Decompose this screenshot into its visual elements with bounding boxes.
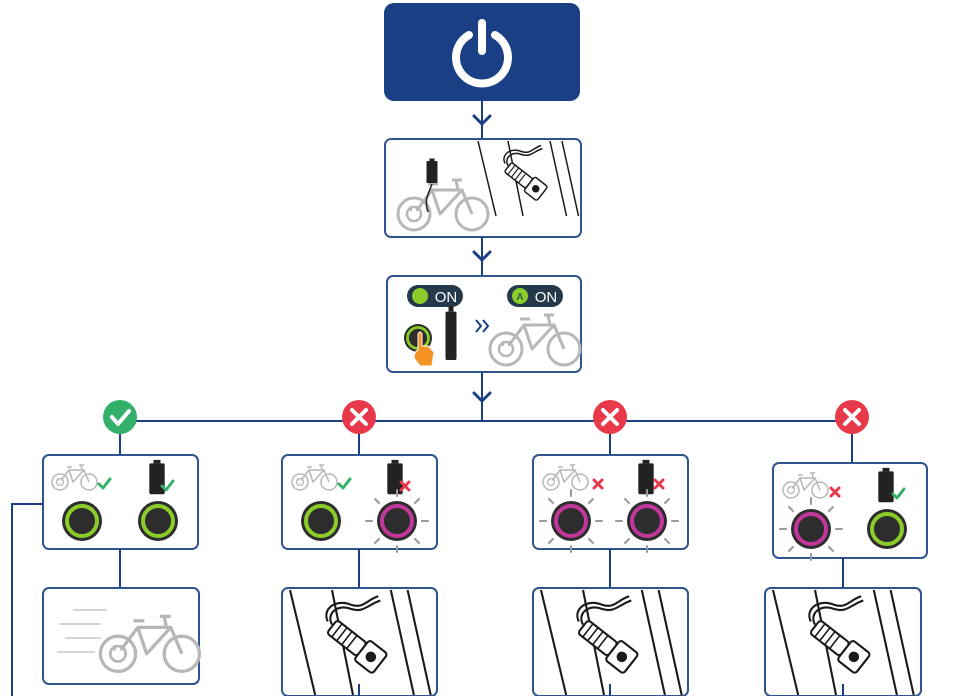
cross-circle-icon	[593, 400, 627, 434]
double-chevron-icon	[475, 319, 490, 333]
power-step	[384, 3, 580, 101]
switch-on-step: ON A ON	[386, 275, 582, 373]
battery-icon	[878, 467, 894, 503]
on-badge-label: ON	[435, 289, 458, 306]
cross-circle-icon	[835, 400, 869, 434]
led-ring-icon	[865, 507, 909, 551]
branch-battery-error-box	[281, 454, 438, 554]
led-ring-icon	[60, 499, 104, 543]
cable-line	[425, 183, 433, 213]
on-badge-label: ON	[535, 289, 558, 306]
branch-both-error-box	[532, 454, 689, 554]
branch-bike-error-box	[772, 462, 928, 562]
hand-press-icon	[413, 331, 435, 367]
led-ring-icon	[136, 499, 180, 543]
led-ring-icon	[299, 499, 343, 543]
battery-icon	[149, 459, 165, 495]
assist-letter: A	[517, 292, 524, 303]
on-badge: ON	[407, 285, 463, 307]
charge-result-box	[764, 587, 922, 696]
connect-charger-step	[384, 138, 582, 238]
check-circle-icon	[103, 400, 137, 434]
ride-result-box	[42, 587, 202, 685]
cross-circle-icon	[342, 400, 376, 434]
branch-ok-status-box	[42, 454, 199, 550]
battery-icon	[445, 306, 457, 360]
return-line	[11, 503, 43, 696]
speed-lines-icon	[57, 609, 107, 653]
battery-icon	[426, 158, 438, 183]
power-icon	[452, 19, 512, 88]
on-badge-assist: A ON	[507, 285, 563, 307]
charge-result-box	[281, 587, 438, 696]
battery-icon	[638, 459, 654, 495]
charge-result-box	[532, 587, 689, 696]
